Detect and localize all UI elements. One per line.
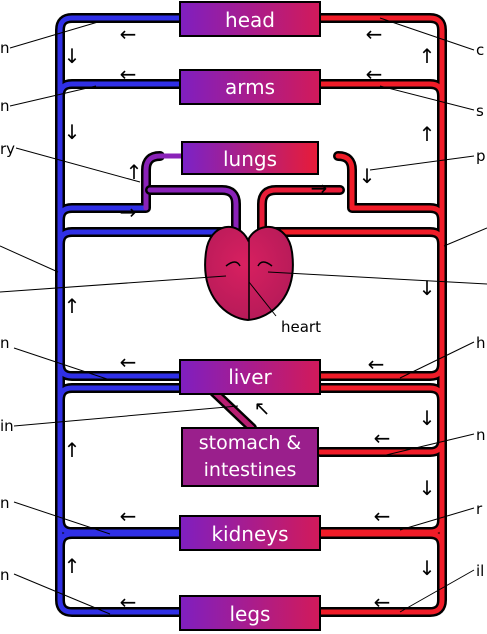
arrow-down-mid-l: ↓ bbox=[64, 120, 81, 144]
arrow-up-mid-r: ↑ bbox=[419, 122, 436, 146]
edge-label-right: h bbox=[476, 334, 486, 352]
edge-label-right: c bbox=[476, 41, 484, 59]
arrow-up-heart-l: ↑ bbox=[64, 294, 81, 318]
edge-label-left: n bbox=[0, 494, 10, 512]
label-heart: heart bbox=[281, 318, 321, 336]
edge-label-right: r bbox=[476, 500, 483, 518]
label-lungs: lungs bbox=[223, 147, 277, 171]
arrow-down-heart-r: ↓ bbox=[419, 276, 436, 300]
arrow-left-kidneys-r: ← bbox=[374, 504, 391, 528]
arrow-left-legs-l: ← bbox=[120, 590, 137, 614]
organ-kidneys bbox=[179, 515, 321, 551]
edge-label-left: n bbox=[0, 566, 10, 584]
arrow-left-liver-l: ← bbox=[120, 350, 137, 374]
arrow-up-lung-l: ↑ bbox=[126, 160, 143, 184]
organ-stomach-intestines bbox=[181, 427, 319, 487]
arrow-down-liver-r: ↓ bbox=[419, 406, 436, 430]
arrow-up-top-r: ↑ bbox=[419, 44, 436, 68]
label-liver: liver bbox=[228, 365, 272, 389]
arrow-up-stomach-l: ↑ bbox=[64, 438, 81, 462]
arrow-left-arms-r: ← bbox=[366, 62, 383, 86]
organ-arms bbox=[179, 69, 321, 105]
arrow-down-top-l: ↓ bbox=[64, 44, 81, 68]
arrow-upleft-portal: ↖ bbox=[254, 396, 271, 420]
arrow-left-arms-l: ← bbox=[120, 62, 137, 86]
arrow-down-legs-r: ↓ bbox=[419, 556, 436, 580]
edge-label-right: n bbox=[476, 426, 486, 444]
arrow-left-kidneys-l: ← bbox=[120, 504, 137, 528]
edge-label-left: ry bbox=[0, 140, 15, 158]
edge-label-right: s bbox=[476, 102, 484, 120]
edge-label-left: n bbox=[0, 97, 10, 115]
edge-label-right: il bbox=[476, 562, 484, 580]
organ-head bbox=[179, 1, 321, 37]
edge-label-left: in bbox=[0, 417, 14, 435]
arrow-right-lung-l: → bbox=[120, 200, 137, 224]
edge-label-right: p bbox=[476, 147, 486, 165]
label-head: head bbox=[225, 8, 275, 32]
arrow-left-liver-r: ← bbox=[368, 352, 385, 376]
label-legs: legs bbox=[230, 602, 271, 626]
label-kidneys: kidneys bbox=[211, 522, 288, 546]
organ-liver bbox=[179, 359, 321, 395]
organ-legs bbox=[179, 595, 321, 631]
label-arms: arms bbox=[225, 75, 275, 99]
arrow-down-stomach-r: ↓ bbox=[419, 476, 436, 500]
arrow-left-stomach-r: ← bbox=[374, 426, 391, 450]
label-stomach-line2: intestines bbox=[204, 459, 297, 481]
organ-lungs bbox=[181, 141, 319, 175]
edge-label-left: n bbox=[0, 39, 10, 57]
arrow-up-legs-l: ↑ bbox=[64, 554, 81, 578]
label-stomach-line1: stomach & bbox=[199, 432, 302, 454]
heart bbox=[204, 225, 294, 322]
edge-label-left: n bbox=[0, 334, 10, 352]
arrow-left-head-r: ← bbox=[366, 22, 383, 46]
arrow-right-lung-r: → bbox=[311, 176, 328, 200]
arrow-down-lung-r: ↓ bbox=[359, 164, 376, 188]
arrow-left-head-l: ← bbox=[120, 22, 137, 46]
arrow-left-legs-r: ← bbox=[374, 590, 391, 614]
